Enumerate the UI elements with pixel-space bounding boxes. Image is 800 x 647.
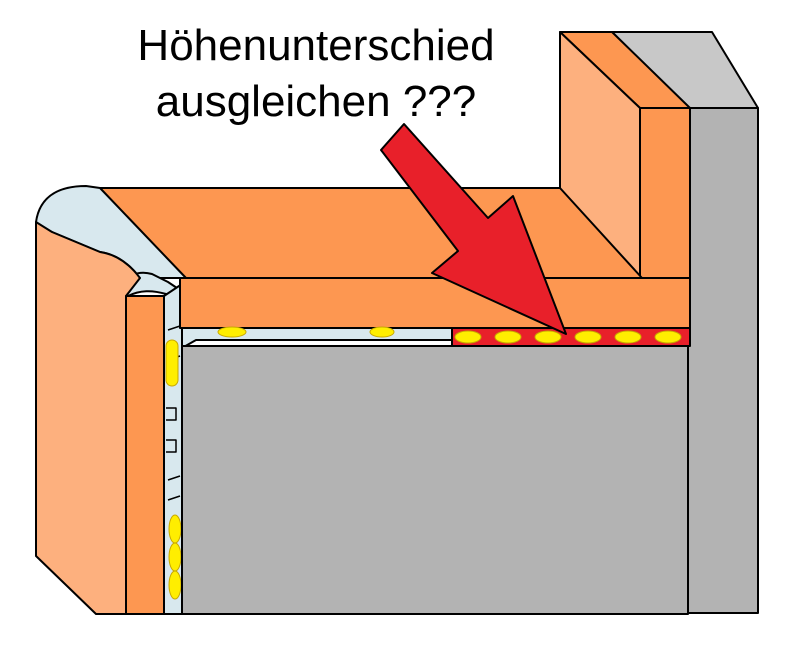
caption: Höhenunterschied ausgleichen ??? bbox=[0, 18, 632, 130]
caption-line-2: ausgleichen ??? bbox=[155, 77, 477, 126]
wood-tread-top bbox=[99, 187, 643, 279]
wood-tread-front bbox=[179, 277, 691, 329]
concrete-wall bbox=[611, 31, 759, 614]
concrete-wall-front bbox=[687, 107, 759, 614]
wood-riser-back bbox=[559, 31, 691, 279]
glue-vertical bbox=[165, 339, 182, 600]
glue-horizontal-right bbox=[451, 327, 691, 347]
red-arrow-icon bbox=[380, 123, 567, 335]
caption-line-1: Höhenunterschied bbox=[137, 21, 495, 70]
wood-riser-front-edge bbox=[125, 295, 165, 615]
concrete-step bbox=[181, 345, 689, 615]
glue-horizontal-left bbox=[217, 326, 395, 338]
wood-riser-back-edge bbox=[639, 107, 691, 279]
wood-riser-front-face bbox=[35, 221, 141, 615]
wood-riser-front bbox=[35, 221, 165, 615]
